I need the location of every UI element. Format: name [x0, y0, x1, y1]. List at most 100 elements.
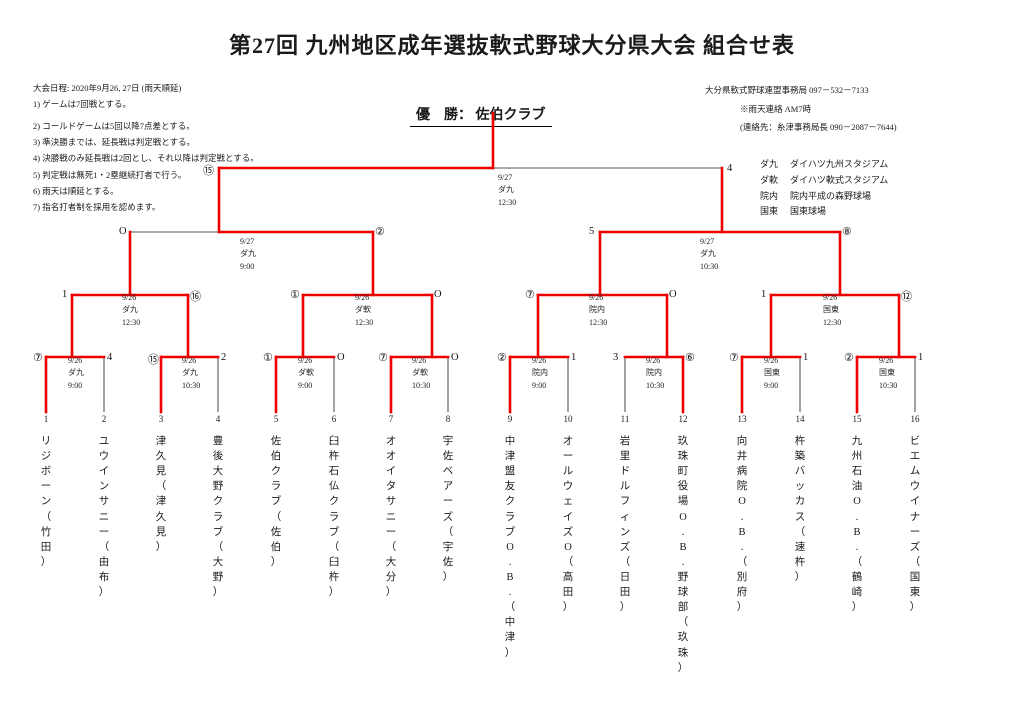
score-qf4-left: 1 — [761, 289, 767, 300]
match-date: 9/27 — [498, 173, 513, 182]
team-name-char: 府 — [736, 587, 748, 599]
score-semifinal-left-right: ② — [375, 226, 385, 238]
score-r1-1-right: 4 — [107, 352, 113, 363]
match-info-round1-8: 9/26 国東 10:30 — [879, 355, 897, 392]
team-name-char: ） — [677, 662, 689, 674]
match-venue: ダ軟 — [355, 305, 371, 315]
team-name-char: ニ — [385, 511, 397, 523]
match-venue: ダ九 — [700, 249, 716, 259]
team-name-char: O — [679, 511, 687, 523]
team-name-char: . — [681, 556, 685, 568]
team-name-char: ） — [155, 541, 167, 553]
match-date: 9/27 — [700, 237, 715, 246]
match-info-round1-5: 9/26 院内 9:00 — [532, 355, 548, 392]
match-date: 9/26 — [589, 293, 604, 302]
venue-legend: ダ九ダイハツ九州スタジアム ダ軟ダイハツ軟式スタジアム 院内院内平成の森野球場 … — [760, 157, 888, 220]
team-name-char: 伯 — [270, 541, 282, 553]
team-name-char: バ — [794, 466, 806, 478]
team-name-char: 田 — [562, 587, 574, 599]
venue-legend-item: 国東国東球場 — [760, 204, 888, 220]
team-name-char: （ — [909, 556, 921, 568]
team-name-char: ） — [794, 571, 806, 583]
match-date: 9/26 — [879, 356, 894, 365]
team-name-char: ク — [328, 496, 340, 508]
score-r1-6-right: ⑥ — [685, 352, 695, 364]
team-name-char: 石 — [851, 466, 863, 478]
team-name-char: （ — [794, 526, 806, 538]
team-name-char: イ — [909, 496, 921, 508]
team-name-char: ス — [794, 511, 806, 523]
match-time: 9:00 — [240, 261, 255, 271]
team-name-char: 分 — [385, 571, 397, 583]
match-venue: ダ九 — [68, 368, 84, 378]
team-name-char: 杵 — [328, 451, 340, 463]
team-name-char: イ — [562, 511, 574, 523]
page-title: 第27回 九州地区成年選抜軟式野球大分県大会 組合せ表 — [228, 33, 795, 58]
rain-contact-number: (連絡先：糸津事務局長 090－2087－7644) — [740, 122, 897, 133]
team-name-char: 友 — [504, 481, 516, 493]
team-name-char: （ — [677, 617, 689, 629]
team-name-char: 珠 — [677, 647, 689, 659]
match-time: 10:30 — [646, 380, 665, 390]
team-name-char: ブ — [504, 526, 516, 538]
team-number: 4 — [215, 414, 221, 424]
team-name-char: 野 — [212, 571, 224, 583]
team-name-char: イ — [385, 466, 397, 478]
score-r1-2-left: ⑮ — [148, 354, 159, 366]
score-r1-8-left: ② — [844, 352, 854, 364]
match-info-round1-1: 9/26 ダ九 9:00 — [68, 355, 84, 392]
venue-legend-item: ダ軟ダイハツ軟式スタジアム — [760, 173, 888, 189]
match-venue: ダ軟 — [298, 368, 314, 378]
team-name-char: ル — [619, 481, 631, 493]
team-name-char: 岩 — [619, 436, 631, 447]
venue-abbr: ダ軟 — [760, 174, 779, 185]
match-info-quarterfinal-3: 9/26 院内 12:30 — [589, 292, 607, 329]
team-name-char: 伯 — [270, 451, 282, 463]
team-name-vertical: 岩里ドルフィンズ（日田） — [605, 434, 645, 615]
venue-name: ダイハツ軟式スタジアム — [790, 174, 889, 185]
team-name-char: 佐 — [442, 556, 454, 568]
team-name-char: 久 — [155, 511, 167, 523]
team-name-char: . — [508, 556, 512, 568]
team-name-char: 州 — [851, 451, 863, 463]
team-name-char: ベ — [442, 466, 454, 478]
match-info-round1-4: 9/26 ダ軟 10:30 — [412, 355, 430, 392]
team-name-vertical: ユウインサニー（由布） — [84, 434, 124, 600]
team-name-char: オ — [562, 436, 574, 447]
champion-label: 優 勝： 佐伯クラブ — [410, 104, 552, 127]
team-name-char: . — [508, 587, 512, 599]
team-name-char: 宇 — [442, 541, 454, 553]
team-name-char: （ — [40, 511, 52, 523]
match-date: 9/26 — [412, 356, 427, 365]
team-name-char: ィ — [619, 511, 631, 523]
match-info-semifinal-right: 9/27 ダ九 10:30 — [700, 236, 718, 273]
team-name-char: ド — [619, 466, 631, 478]
match-info-quarterfinal-2: 9/26 ダ軟 12:30 — [355, 292, 373, 329]
score-final-left: ⑮ — [203, 165, 214, 177]
team-name-char: ラ — [212, 511, 224, 523]
score-r1-6-left: 3 — [613, 352, 619, 363]
team-name-char: 久 — [155, 451, 167, 463]
team-name-char: 後 — [212, 451, 224, 463]
venue-legend-item: ダ九ダイハツ九州スタジアム — [760, 157, 888, 173]
team-name-char: 築 — [794, 451, 806, 463]
match-time: 9:00 — [532, 380, 547, 390]
team-name-char: ム — [909, 466, 921, 478]
team-name-char: （ — [619, 556, 631, 568]
venue-abbr: ダ九 — [760, 159, 779, 169]
team-name-vertical: オオイタサニー（大分） — [371, 434, 411, 600]
team-name-char: 由 — [98, 556, 110, 568]
team-name-char: 佐 — [270, 526, 282, 538]
team-name-char: （ — [328, 541, 340, 553]
match-date: 9/26 — [823, 293, 838, 302]
team-name-char: 杵 — [328, 571, 340, 583]
team-name-char: 珠 — [677, 451, 689, 463]
team-name-char: カ — [794, 496, 806, 508]
score-qf2-right: O — [434, 289, 442, 300]
team-name-vertical: 豊後大野クラブ（大野） — [198, 434, 238, 600]
team-name-char: ） — [442, 571, 454, 583]
team-name-char: 国 — [909, 571, 921, 583]
match-info-round1-7: 9/26 国東 9:00 — [764, 355, 780, 392]
